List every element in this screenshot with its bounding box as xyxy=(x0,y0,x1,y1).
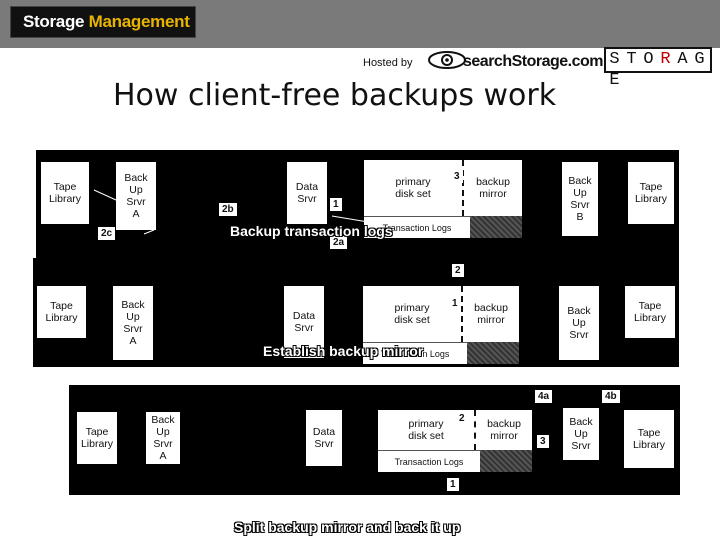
transaction-logs: Transaction Logs xyxy=(363,342,467,364)
storage-letter: A xyxy=(677,50,688,69)
diagram-caption: Establish backup mirror xyxy=(263,343,424,359)
storage-letter: G xyxy=(694,50,705,69)
backup-mirror: backup mirror xyxy=(476,175,510,200)
step-label-2b: 2b xyxy=(219,203,237,216)
storage-letter: R xyxy=(660,50,671,69)
diagram-caption: Backup transaction logs xyxy=(230,223,393,239)
primary-disk-set: primary disk set xyxy=(363,286,463,342)
diagram-split-backup-mirror: Tape Library Back Up Srvr A Data Srvr pr… xyxy=(69,385,680,495)
step-label-4a: 4a xyxy=(535,390,553,403)
diagram-caption-3: Split backup mirror and back it up xyxy=(234,519,461,535)
data-server: Data Srvr xyxy=(287,162,327,224)
mirror-log-area xyxy=(467,342,519,364)
backup-server: Back Up Srvr xyxy=(559,286,599,360)
backup-server: Back Up Srvr xyxy=(563,408,599,460)
step-label-3: 3 xyxy=(537,435,549,448)
step-label-3: 3 xyxy=(451,170,463,183)
data-server: Data Srvr xyxy=(284,286,324,358)
backup-server-a: Back Up Srvr A xyxy=(116,162,156,230)
step-label-2: 2 xyxy=(456,412,468,425)
backup-server-a: Back Up Srvr A xyxy=(146,412,180,464)
tape-library-right: Tape Library xyxy=(628,162,674,224)
step-label-4b: 4b xyxy=(602,390,620,403)
step-label-2a: 2a xyxy=(330,236,348,249)
disk-array: primary disk set backup mirror Transacti… xyxy=(363,286,519,364)
data-server: Data Srvr xyxy=(306,410,342,466)
mirror-log-area xyxy=(470,216,522,238)
backup-mirror: backup mirror xyxy=(474,301,508,326)
backup-mirror: backup mirror xyxy=(487,417,521,442)
logo-word-storage: Storage xyxy=(23,12,85,31)
step-label-1: 1 xyxy=(447,478,459,491)
primary-disk-set: primary disk set xyxy=(364,160,464,216)
tape-library-right: Tape Library xyxy=(625,286,675,338)
step-label-2c: 2c xyxy=(98,227,116,240)
backup-server-a: Back Up Srvr A xyxy=(113,286,153,360)
tape-library-left: Tape Library xyxy=(37,286,86,338)
mirror-log-area xyxy=(480,450,532,472)
tape-library-left: Tape Library xyxy=(77,412,117,464)
backup-server-b: Back Up Srvr B xyxy=(562,162,598,236)
hosted-by-label: Hosted by xyxy=(363,57,413,69)
eye-icon xyxy=(428,51,466,69)
storage-letter: O xyxy=(643,50,654,69)
tape-library-right: Tape Library xyxy=(624,410,674,468)
disk-array: primary disk set backup mirror Transacti… xyxy=(378,410,532,472)
tape-library-left: Tape Library xyxy=(41,162,89,224)
storage-letter: S xyxy=(609,50,620,69)
storage-letter: E xyxy=(609,71,620,90)
step-label-2: 2 xyxy=(452,264,464,277)
storage-management-logo: Storage Management xyxy=(10,6,196,38)
transaction-logs: Transaction Logs xyxy=(378,450,480,472)
storage-letter: T xyxy=(626,50,637,69)
slide-title: How client-free backups work xyxy=(113,78,557,113)
searchstorage-link[interactable]: searchStorage.com xyxy=(463,53,604,70)
header-band: Storage Management xyxy=(0,0,720,48)
step-label-1: 1 xyxy=(330,198,342,211)
diagram-establish-backup-mirror: Tape Library Back Up Srvr A Data Srvr pr… xyxy=(33,258,679,367)
diagram-backup-transaction-logs: Tape Library Back Up Srvr A Data Srvr pr… xyxy=(36,150,679,260)
step-label-1: 1 xyxy=(449,297,461,310)
disk-array: primary disk set backup mirror Transacti… xyxy=(364,160,522,238)
logo-word-management: Management xyxy=(88,12,190,31)
transaction-logs: Transaction Logs xyxy=(364,216,470,238)
